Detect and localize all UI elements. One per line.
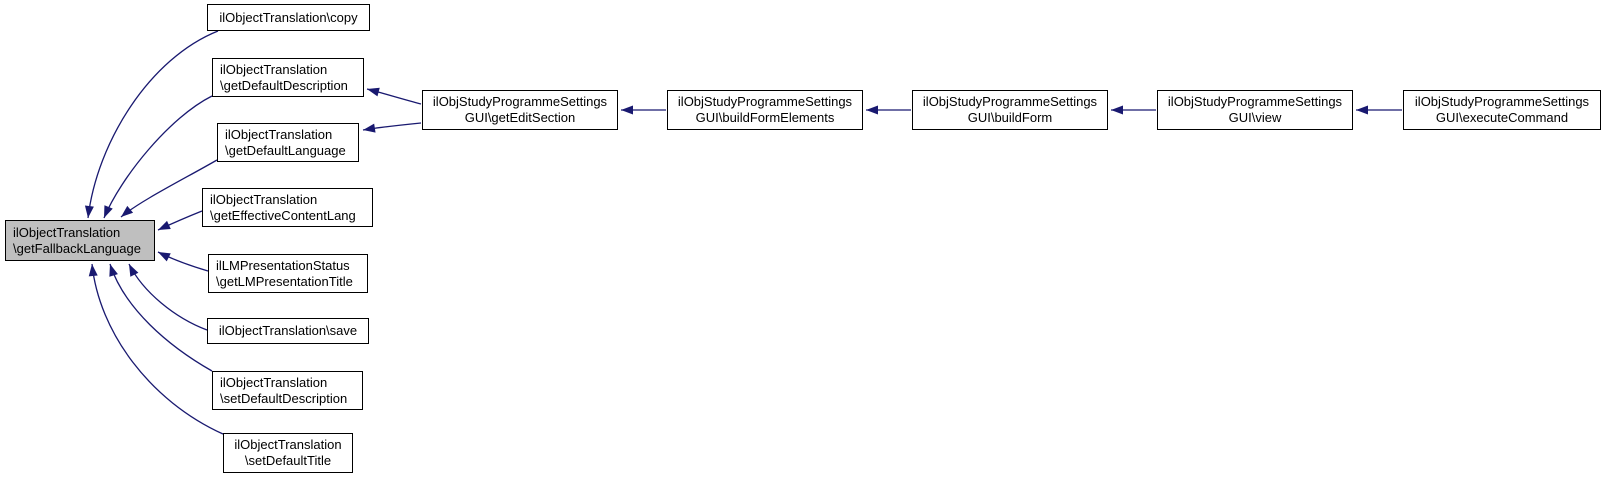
node-getEditSection[interactable]: ilObjStudyProgrammeSettings GUI\getEditS…	[422, 90, 618, 130]
node-label: ilObjStudyProgrammeSettings GUI\buildFor…	[677, 94, 853, 125]
node-label: ilObjectTranslation \getDefaultDescripti…	[220, 61, 348, 93]
node-label: ilObjectTranslation \setDefaultTitle	[234, 437, 342, 468]
node-label: ilObjStudyProgrammeSettings GUI\getEditS…	[432, 94, 608, 125]
edge-group	[84, 30, 1402, 435]
node-getFallbackLanguage[interactable]: ilObjectTranslation \getFallbackLanguage	[5, 220, 155, 261]
node-label: ilObjectTranslation\save	[218, 323, 358, 338]
edge-setDefaultTitle-getFallbackLanguage	[88, 263, 224, 435]
node-setDefaultTitle[interactable]: ilObjectTranslation \setDefaultTitle	[223, 433, 353, 473]
node-copy[interactable]: ilObjectTranslation\copy	[207, 4, 370, 31]
node-label: ilObjectTranslation \getDefaultLanguage	[225, 126, 346, 158]
edge-getEditSection-getDefaultDescription	[366, 87, 422, 105]
node-save[interactable]: ilObjectTranslation\save	[207, 318, 369, 344]
edge-setDefaultDescription-getFallbackLanguage	[109, 263, 213, 372]
node-label: ilObjStudyProgrammeSettings GUI\view	[1167, 94, 1343, 125]
node-label: ilLMPresentationStatus \getLMPresentatio…	[216, 257, 353, 289]
node-executeCommand[interactable]: ilObjStudyProgrammeSettings GUI\executeC…	[1403, 90, 1601, 130]
node-view[interactable]: ilObjStudyProgrammeSettings GUI\view	[1157, 90, 1353, 130]
node-label: ilObjectTranslation \getEffectiveContent…	[210, 191, 356, 223]
edge-save-getFallbackLanguage	[128, 263, 208, 331]
node-buildForm[interactable]: ilObjStudyProgrammeSettings GUI\buildFor…	[912, 90, 1108, 130]
node-label: ilObjStudyProgrammeSettings GUI\executeC…	[1414, 94, 1590, 125]
edge-getLMPresentationTitle-getFallbackLanguage	[157, 251, 209, 272]
node-getEffectiveContentLang[interactable]: ilObjectTranslation \getEffectiveContent…	[202, 188, 373, 227]
edge-getDefaultLanguage-getFallbackLanguage	[120, 159, 218, 218]
edge-getEditSection-getDefaultLanguage	[362, 122, 422, 133]
node-buildFormElements[interactable]: ilObjStudyProgrammeSettings GUI\buildFor…	[667, 90, 863, 130]
node-setDefaultDescription[interactable]: ilObjectTranslation \setDefaultDescripti…	[212, 371, 363, 410]
node-label: ilObjectTranslation \getFallbackLanguage	[13, 224, 141, 256]
node-getDefaultLanguage[interactable]: ilObjectTranslation \getDefaultLanguage	[217, 123, 359, 162]
node-label: ilObjectTranslation\copy	[219, 9, 358, 25]
edge-getEffectiveContentLang-getFallbackLanguage	[157, 210, 203, 231]
edge-copy-getFallbackLanguage	[84, 30, 219, 219]
node-getLMPresentationTitle[interactable]: ilLMPresentationStatus \getLMPresentatio…	[208, 254, 368, 293]
edge-getDefaultDescription-getFallbackLanguage	[103, 95, 213, 219]
node-getDefaultDescription[interactable]: ilObjectTranslation \getDefaultDescripti…	[212, 58, 364, 97]
node-label: ilObjectTranslation \setDefaultDescripti…	[220, 374, 348, 406]
node-label: ilObjStudyProgrammeSettings GUI\buildFor…	[922, 94, 1098, 125]
